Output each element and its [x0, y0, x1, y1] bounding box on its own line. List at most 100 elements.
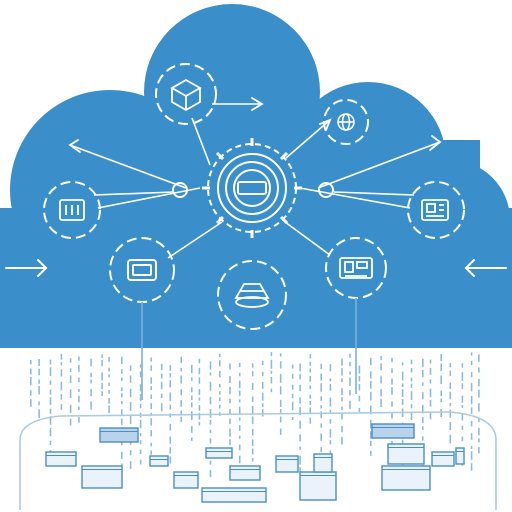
data-stream-dash	[341, 359, 343, 366]
data-stream-dash	[330, 429, 332, 438]
data-stream-dash	[50, 409, 52, 414]
data-stream-dash	[299, 456, 301, 465]
data-stream-dash	[108, 390, 110, 394]
data-stream-dash	[411, 404, 413, 408]
data-stream-dash	[422, 382, 424, 385]
data-stream-dash	[150, 430, 152, 436]
data-stream-dash	[140, 372, 142, 378]
data-stream-dash	[199, 422, 201, 426]
data-stream-dash	[239, 391, 241, 396]
data-stream-dash	[170, 380, 172, 387]
data-stream-dash	[38, 380, 40, 384]
data-stream-dash	[391, 401, 393, 406]
data-stream-dash	[61, 404, 63, 410]
data-stream-dash	[320, 434, 322, 441]
data-stream-dash	[341, 437, 343, 445]
data-stream-dash	[90, 359, 92, 367]
data-stream-dash	[391, 378, 393, 384]
data-stream-dash	[411, 378, 413, 382]
data-stream-dash	[239, 445, 241, 451]
data-stream-dash	[292, 402, 294, 411]
data-stream-dash	[370, 358, 372, 366]
app-window	[456, 448, 464, 464]
data-stream-dash	[422, 359, 424, 368]
data-stream-dash	[130, 402, 132, 411]
data-stream-dash	[90, 389, 92, 396]
data-stream-dash	[391, 358, 393, 362]
data-stream-dash	[349, 401, 351, 409]
data-stream-dash	[471, 446, 473, 449]
data-stream-dash	[180, 417, 182, 422]
data-stream-dash	[440, 354, 442, 361]
data-stream-dash	[108, 406, 110, 414]
data-stream-dash	[61, 362, 63, 365]
data-stream-dash	[78, 396, 80, 403]
data-stream-dash	[411, 391, 413, 400]
data-stream-dash	[252, 363, 254, 367]
data-stream-dash	[252, 429, 254, 436]
data-stream-dash	[101, 372, 103, 380]
data-stream-dash	[210, 461, 212, 465]
data-stream-dash	[359, 408, 361, 412]
data-stream-dash	[210, 470, 212, 477]
data-stream-dash	[402, 372, 404, 381]
data-stream-dash	[402, 383, 404, 387]
app-window	[150, 456, 168, 466]
data-stream-dash	[78, 365, 80, 372]
data-stream-dash	[252, 449, 254, 455]
data-stream-dash	[430, 360, 432, 364]
data-stream-dash	[330, 384, 332, 391]
data-stream-dash	[310, 354, 312, 359]
data-stream-dash	[130, 389, 132, 398]
data-stream-dash	[210, 430, 212, 433]
data-stream-dash	[121, 409, 123, 415]
data-stream-dash	[229, 376, 231, 383]
data-stream-dash	[180, 389, 182, 395]
data-stream-dash	[299, 421, 301, 429]
data-stream-dash	[121, 378, 123, 382]
data-stream-dash	[280, 400, 282, 407]
data-stream-dash	[229, 363, 231, 369]
data-stream-dash	[462, 383, 464, 389]
app-window	[432, 452, 454, 466]
data-stream-dash	[130, 376, 132, 383]
data-stream-dash	[50, 380, 52, 384]
data-stream-dash	[219, 405, 221, 409]
data-stream-dash	[140, 364, 142, 367]
data-stream-dash	[170, 437, 172, 444]
data-stream-dash	[90, 402, 92, 410]
data-stream-dash	[370, 451, 372, 456]
data-stream-dash	[210, 361, 212, 369]
data-stream-dash	[161, 394, 163, 398]
data-stream-dash	[292, 394, 294, 399]
data-stream-dash	[359, 384, 361, 391]
data-stream-dash	[150, 443, 152, 447]
data-stream-dash	[30, 399, 32, 407]
data-stream-dash	[130, 366, 132, 372]
data-stream-dash	[310, 395, 312, 399]
data-stream-dash	[359, 396, 361, 402]
data-stream-dash	[229, 409, 231, 414]
data-stream-dash	[280, 386, 282, 394]
data-stream-dash	[30, 390, 32, 396]
data-stream-dash	[161, 382, 163, 389]
data-stream-dash	[150, 395, 152, 400]
data-stream-dash	[50, 397, 52, 405]
data-stream-dash	[320, 396, 322, 401]
data-stream-dash	[330, 378, 332, 381]
data-stream-dash	[440, 364, 442, 371]
data-stream-dash	[38, 386, 40, 395]
data-stream-dash	[450, 392, 452, 400]
data-stream-dash	[341, 378, 343, 382]
data-stream-dash	[310, 362, 312, 366]
data-stream-dash	[391, 413, 393, 419]
data-stream-dash	[191, 438, 193, 441]
data-stream-dash	[252, 458, 254, 462]
data-stream-dash	[430, 389, 432, 398]
app-window	[174, 472, 198, 488]
data-stream-dash	[411, 384, 413, 388]
data-stream-dash	[101, 391, 103, 396]
data-stream-dash	[271, 352, 273, 356]
data-stream-dash	[262, 393, 264, 401]
data-stream-dash	[70, 358, 72, 362]
